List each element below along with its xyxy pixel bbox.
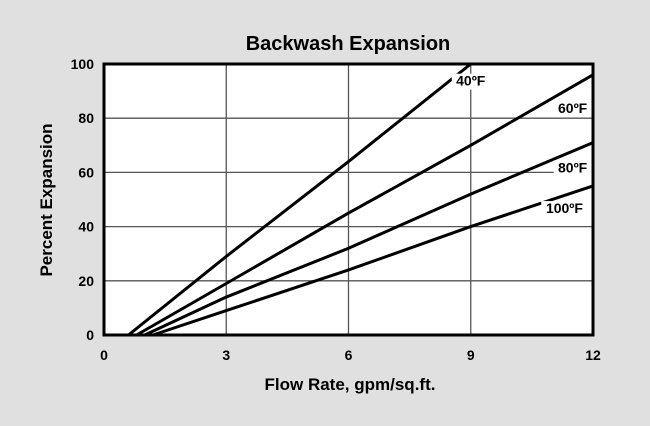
chart-title: Backwash Expansion (246, 33, 451, 55)
y-tick-label: 20 (78, 273, 94, 289)
y-tick-label: 0 (86, 327, 94, 343)
series-lines (127, 62, 594, 337)
label-background (553, 100, 592, 117)
label-background (541, 201, 588, 218)
series-label: 40ºF (456, 73, 486, 89)
y-tick-label: 60 (78, 164, 94, 180)
series-label: 100ºF (546, 200, 583, 216)
y-tick-label: 80 (78, 110, 94, 126)
x-axis-label: Flow Rate, gpm/sq.ft. (265, 375, 436, 394)
y-axis-label: Percent Expansion (37, 123, 56, 276)
label-background (553, 160, 592, 177)
series-line-80f (144, 141, 594, 337)
x-tick-label: 3 (222, 347, 230, 363)
x-tick-label: 12 (585, 347, 601, 363)
y-axis-ticks: 0 20 40 60 80 100 (71, 56, 95, 343)
gridlines (104, 64, 593, 335)
label-background (451, 73, 490, 90)
x-axis-ticks: 0 3 6 9 12 (100, 347, 601, 363)
series-labels: 40ºF 60ºF 80ºF 100ºF (451, 73, 592, 218)
series-line-60f (135, 73, 594, 337)
plot-border (102, 62, 595, 337)
y-tick-label: 100 (71, 56, 95, 72)
series-line-40f (127, 62, 472, 337)
x-tick-label: 9 (467, 347, 475, 363)
x-tick-label: 6 (345, 347, 353, 363)
series-label: 80ºF (558, 159, 588, 175)
series-line-100f (152, 184, 594, 337)
y-tick-label: 40 (78, 219, 94, 235)
series-label: 60ºF (558, 100, 588, 116)
x-tick-label: 0 (100, 347, 108, 363)
